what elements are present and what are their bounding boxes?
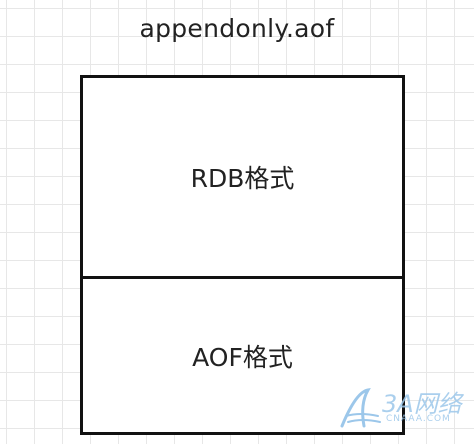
watermark-text: 3A网络 [382,390,462,418]
aof-format-section: AOF格式 [83,279,402,432]
aof-file-box: RDB格式 AOF格式 [80,75,405,435]
watermark-subtext: CNAAA.COM [386,414,451,424]
aof-format-label: AOF格式 [192,342,293,372]
aof-file-name: appendonly.aof [139,14,335,43]
watermark-logo-icon [340,387,381,428]
rdb-format-section: RDB格式 [83,78,402,279]
watermark: 3A网络 CNAAA.COM [338,382,462,438]
rdb-format-label: RDB格式 [190,164,295,193]
